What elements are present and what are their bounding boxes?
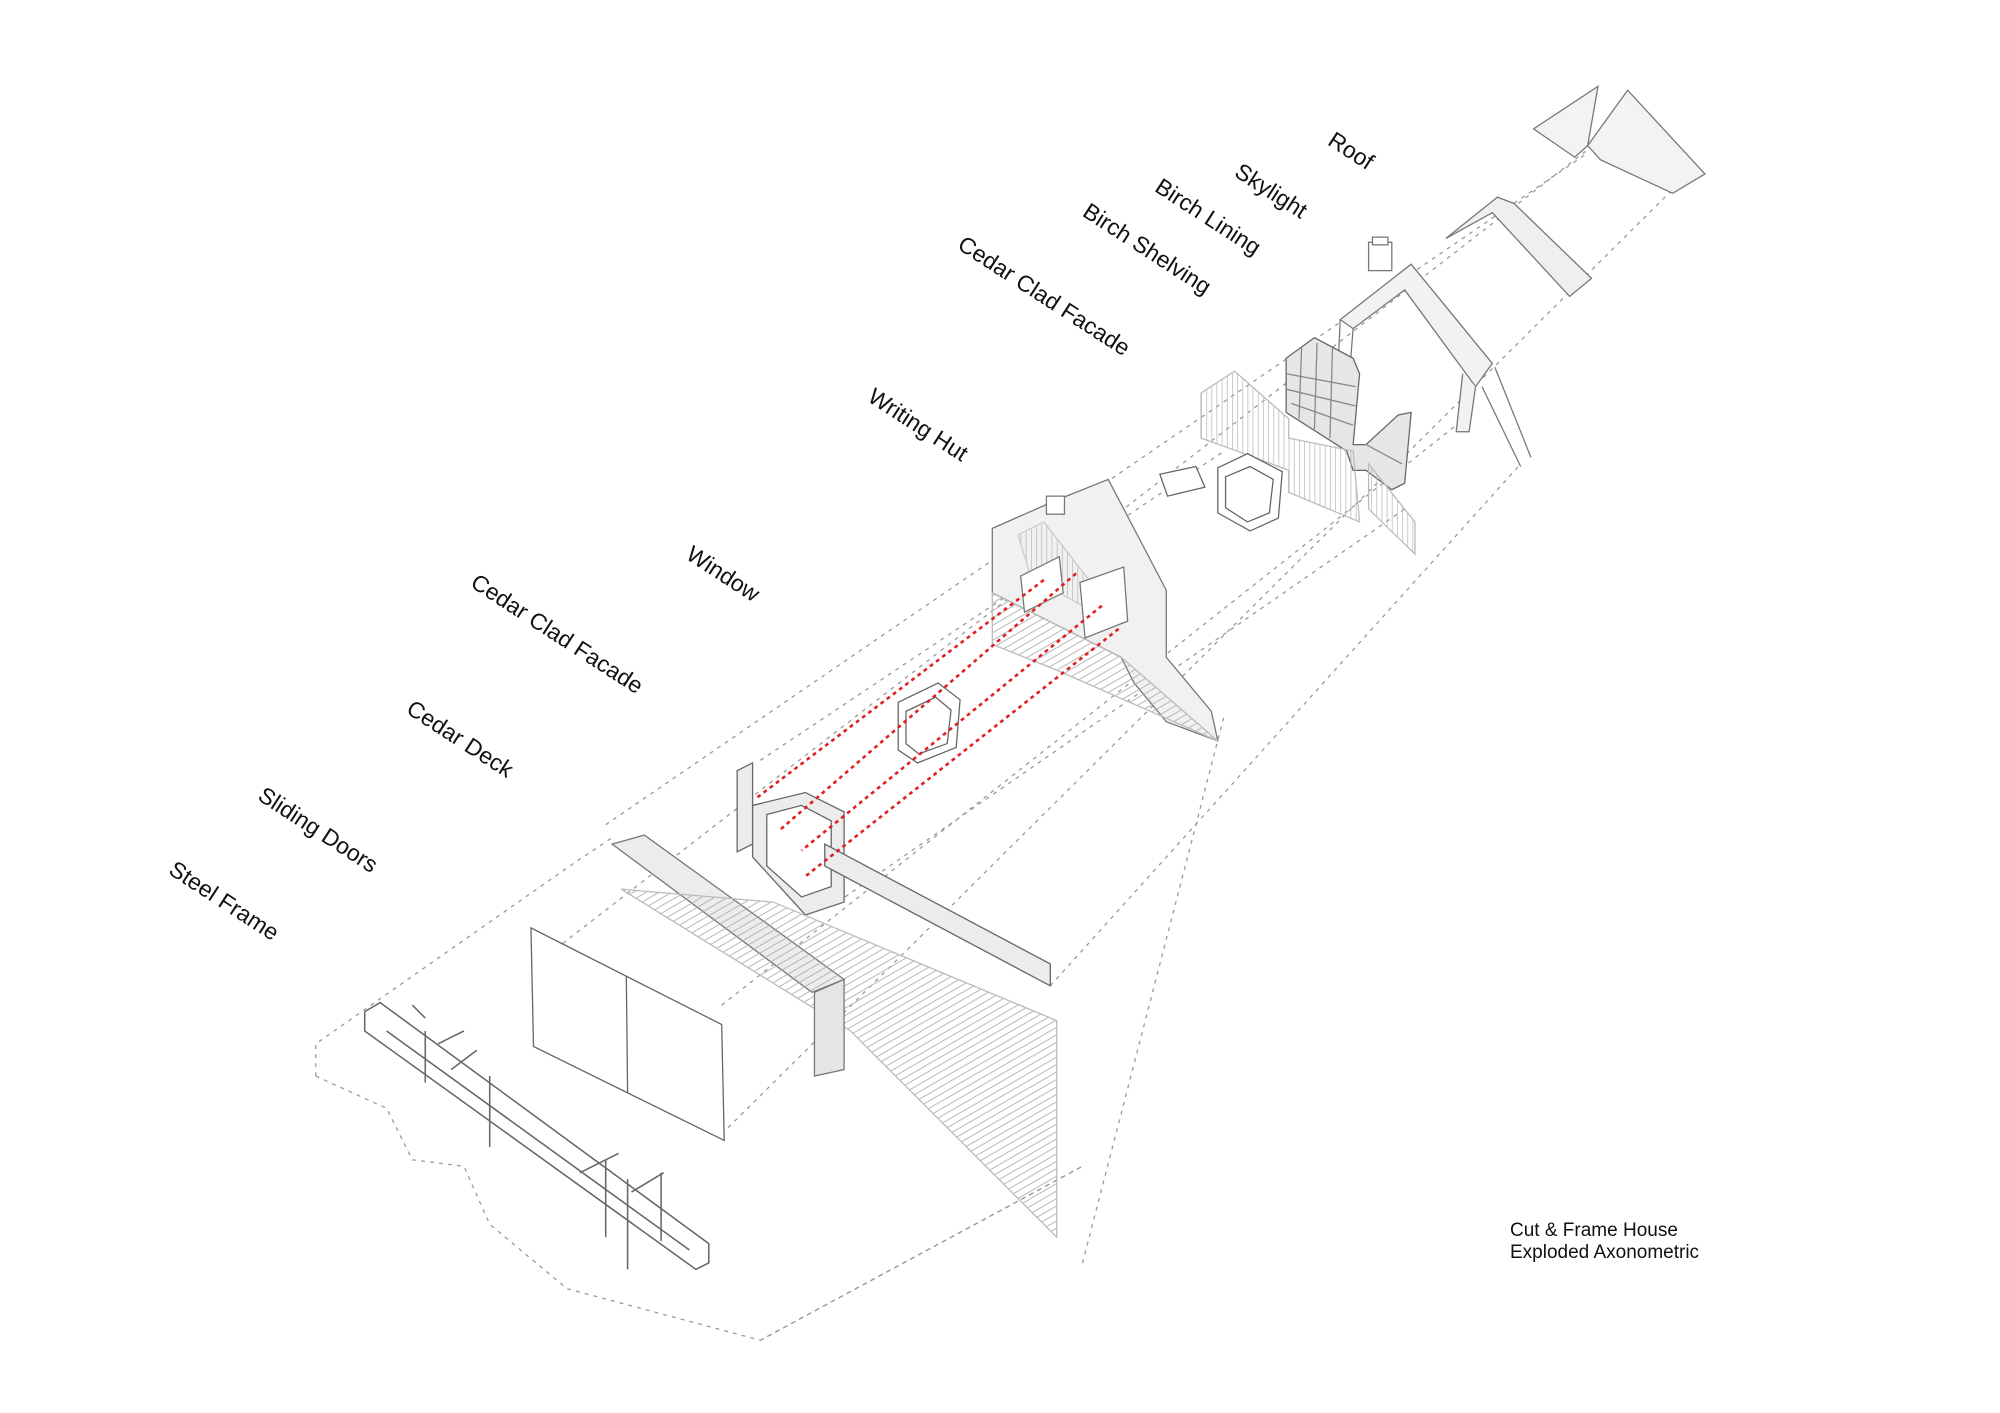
window-upper-part [1158,452,1283,532]
cedar-clad-facade-upper-part [1200,370,1416,556]
steel-frame-part [363,1001,710,1271]
window-alignment-lines [754,572,1120,878]
caption-subtitle: Exploded Axonometric [1510,1242,1700,1263]
cedar-clad-facade-lower-part [736,761,1051,987]
flue-part [1367,236,1393,272]
caption-title: Cut & Frame House [1510,1220,1678,1241]
roof-part [1532,84,1706,195]
cedar-deck-part [610,834,1058,1239]
sliding-doors-part [530,926,725,1142]
writing-hut-part [991,478,1219,743]
window-lower-part [897,682,961,764]
skylight-part [1445,196,1593,298]
birch-lining-part [1337,263,1532,467]
birch-shelving-part [1285,336,1412,491]
diagram-caption: Cut & Frame House Exploded Axonometric [1510,1220,1699,1264]
